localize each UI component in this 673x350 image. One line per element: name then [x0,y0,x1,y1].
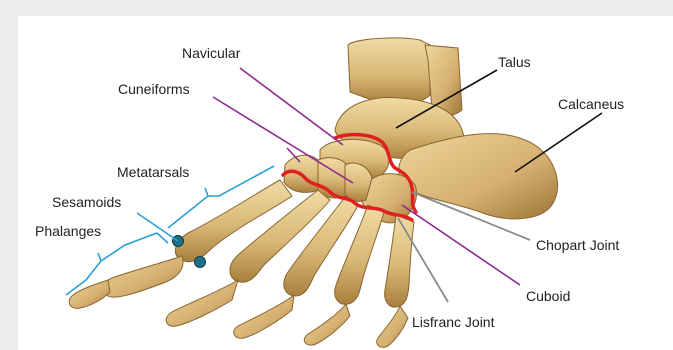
label-navicular: Navicular [182,45,240,61]
label-talus: Talus [498,54,531,70]
label-calcaneus: Calcaneus [558,96,624,112]
calcaneus-bone [399,134,558,219]
label-phalanges: Phalanges [35,223,101,239]
label-sesamoids: Sesamoids [52,194,121,210]
label-lisfranc-joint: Lisfranc Joint [412,314,494,330]
label-cuboid: Cuboid [526,288,570,304]
label-chopart-joint: Chopart Joint [536,237,619,253]
label-cuneiforms: Cuneiforms [118,81,190,97]
label-metatarsals: Metatarsals [117,164,189,180]
sesamoid-dot-lower [195,257,206,268]
